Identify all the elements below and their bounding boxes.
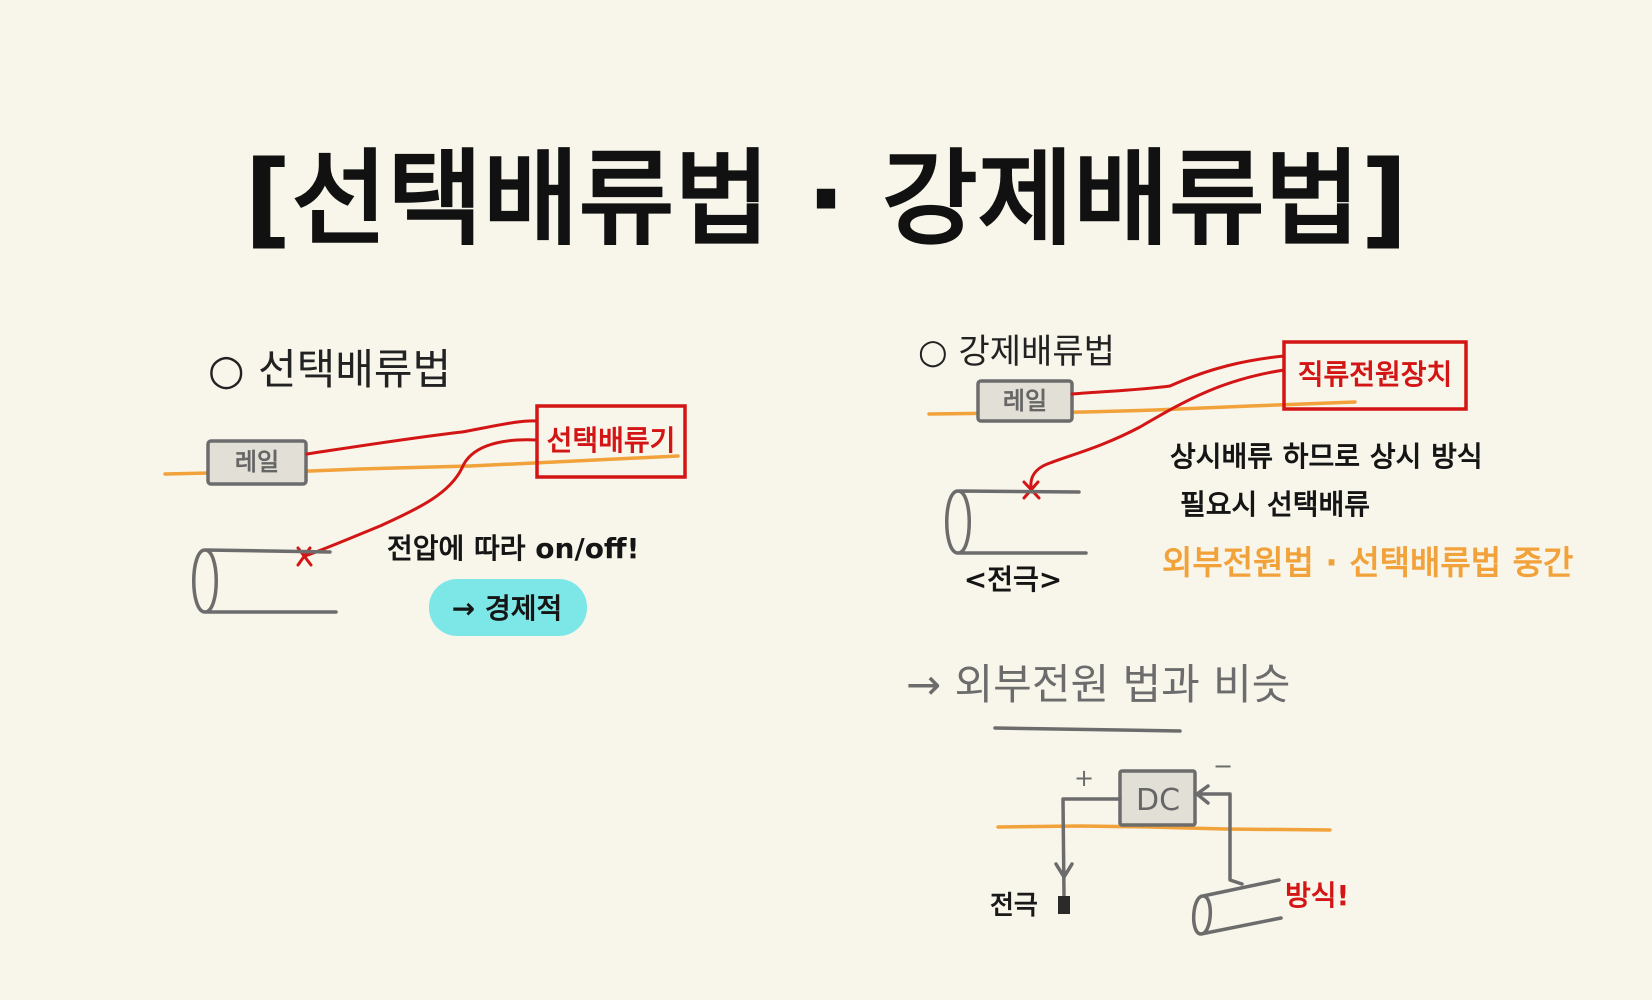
forced-electrode-pipe [945,489,1088,555]
dc-arrow-head-left [1195,784,1210,805]
dc-protected-pipe [1192,878,1283,936]
selective-rail-label: 레일 [235,448,279,476]
dc-plus-sign: + [1074,764,1094,792]
forced-heading: ○ 강제배류법 [918,332,1115,372]
selective-electrode-pipe [192,548,338,614]
dc-protection-label: 방식! [1285,879,1349,912]
page-title: [선택배류법 · 강제배류법] [244,138,1408,260]
selective-wire-bottom [303,438,539,558]
forced-rail-box [976,379,1074,423]
forced-device-box [1282,340,1468,411]
dc-minus-sign: − [1213,752,1233,780]
forced-similar-note: → 외부전원 법과 비슷 [906,660,1290,709]
forced-rail-label: 레일 [1003,387,1047,415]
dc-left-wire [1061,797,1122,897]
dc-right-wire [1193,792,1244,886]
dc-arrow-head-down [1054,862,1074,879]
forced-note-line-1: 상시배류 하므로 상시 방식 [1170,440,1483,473]
dc-electrode-label: 전극 [990,891,1038,921]
forced-similar-underline [993,726,1182,733]
selective-device-box [535,404,687,479]
dc-label: DC [1136,783,1180,818]
forced-note-orange: 외부전원법 · 선택배류법 중간 [1162,543,1573,582]
forced-note-line-2: 필요시 선택배류 [1180,488,1370,521]
dc-rail-line [996,824,1332,832]
selective-heading: ○ 선택배류법 [208,345,451,394]
selective-rail-box [206,439,308,486]
dc-electrode-block [1058,896,1070,914]
forced-electrode-label: <전극> [964,563,1062,596]
selective-result: → 경제적 [452,592,563,625]
selective-note: 전압에 따라 on/off! [387,532,639,565]
selective-wire-top [305,419,539,456]
forced-wire-top [1070,354,1286,396]
forced-device-label: 직류전원장치 [1298,358,1453,391]
selective-result-highlight [429,579,587,636]
selective-device-label: 선택배류기 [547,424,676,457]
forced-wire-bottom [1029,368,1286,494]
